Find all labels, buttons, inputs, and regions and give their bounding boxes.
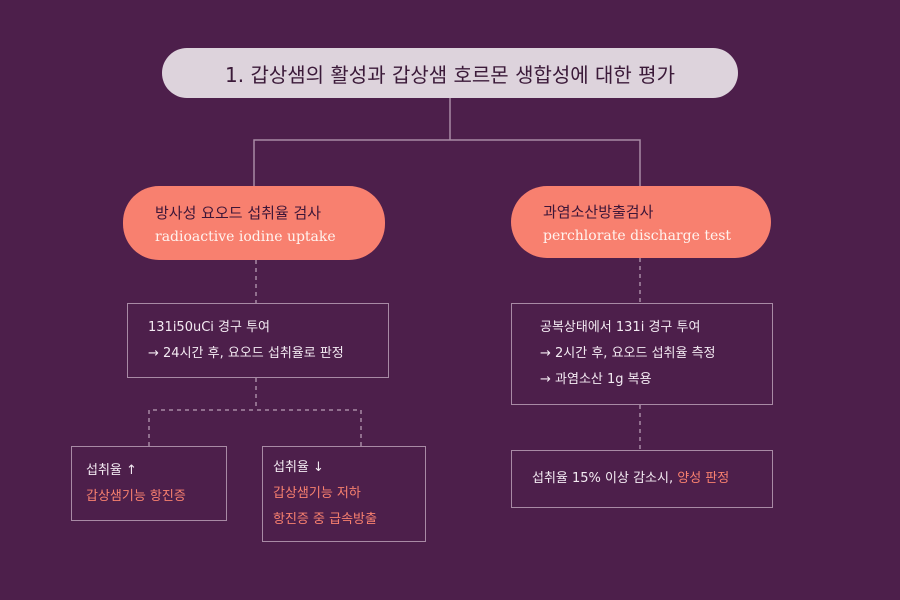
uptake-high-box: 섭취율 ↑ 갑상샘기능 항진증 [71,446,227,521]
test-name-en: perchlorate discharge test [543,227,732,244]
perchlorate-discharge-node: 과염소산방출검사 perchlorate discharge test [511,186,771,258]
procedure-line: → 24시간 후, 요오드 섭취율로 판정 [148,345,344,361]
test-name-ko: 과염소산방출검사 [543,202,654,221]
test-name-ko: 방사성 요오드 섭취율 검사 [155,203,322,222]
page-title: 1. 갑상샘의 활성과 갑상샘 호르몬 생합성에 대한 평가 [162,48,738,98]
uptake-low-result: 갑상샘기능 저하 [273,486,361,501]
uptake-low-result: 항진증 중 급속방출 [273,512,377,527]
uptake-low-box: 섭취율 ↓ 갑상샘기능 저하 항진증 중 급속방출 [262,446,426,542]
right-result-box: 섭취율 15% 이상 감소시, 양성 판정 [511,450,773,508]
procedure-line: 공복상태에서 131i 경구 투여 [540,320,701,335]
uptake-high-result: 갑상샘기능 항진증 [86,488,186,504]
right-procedure-box: 공복상태에서 131i 경구 투여 → 2시간 후, 요오드 섭취율 측정 → … [511,303,773,405]
test-name-en: radioactive iodine uptake [155,228,336,245]
uptake-low-label: 섭취율 ↓ [273,460,324,475]
left-procedure-box: 131i50uCi 경구 투여 → 24시간 후, 요오드 섭취율로 판정 [127,303,389,378]
procedure-line: 131i50uCi 경구 투여 [148,319,270,335]
result-highlight: 양성 판정 [677,471,730,486]
uptake-high-label: 섭취율 ↑ [86,462,137,478]
result-text: 섭취율 15% 이상 감소시, [532,471,678,486]
procedure-line: → 과염소산 1g 복용 [540,372,652,387]
procedure-line: → 2시간 후, 요오드 섭취율 측정 [540,346,716,361]
radioactive-iodine-uptake-node: 방사성 요오드 섭취율 검사 radioactive iodine uptake [123,186,385,260]
